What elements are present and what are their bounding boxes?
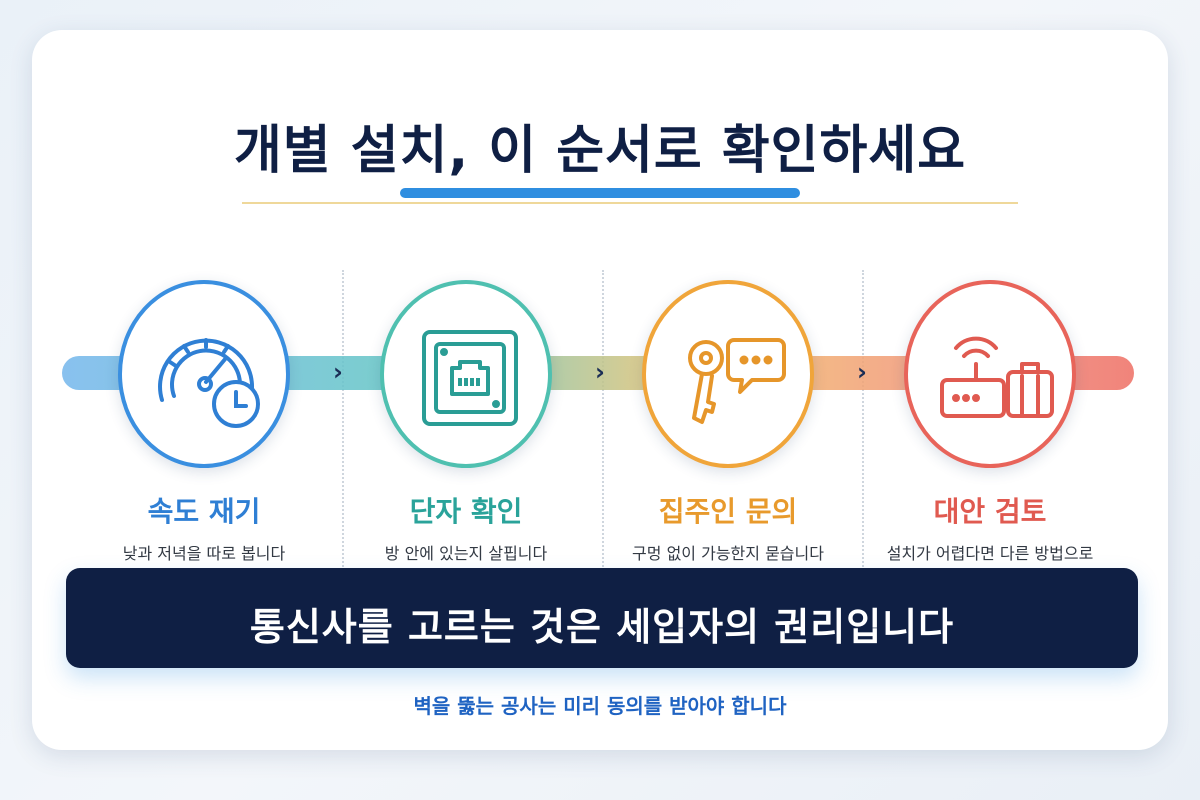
step-4-description: 설치가 어렵다면 다른 방법으로 xyxy=(886,544,1094,563)
step-1-description: 낮과 저녁을 따로 봅니다 xyxy=(122,544,286,563)
chevron-right-icon: › xyxy=(595,358,605,386)
step-3-circle xyxy=(642,280,814,468)
step-divider xyxy=(862,270,864,570)
banner-text: 통신사를 고르는 것은 세입자의 권리입니다 xyxy=(249,605,955,649)
step-divider xyxy=(602,270,604,570)
title-underline xyxy=(242,202,1018,204)
router-luggage-icon xyxy=(940,336,1054,418)
step-divider xyxy=(342,270,344,570)
title-accent-bar xyxy=(400,188,800,198)
chevron-right-icon: › xyxy=(333,358,343,386)
step-1-circle xyxy=(118,280,290,468)
step-1-title: 속도 재기 xyxy=(147,495,261,528)
speedometer-clock-icon xyxy=(158,338,260,428)
step-2-description: 방 안에 있는지 살핍니다 xyxy=(384,544,548,563)
step-2-circle xyxy=(380,280,552,468)
key-speech-bubble-icon xyxy=(688,338,786,424)
ethernet-port-icon xyxy=(422,330,518,426)
step-3-title: 집주인 문의 xyxy=(658,495,798,528)
step-4-title: 대안 검토 xyxy=(933,495,1047,528)
step-2-title: 단자 확인 xyxy=(409,495,523,528)
info-card: 개별 설치, 이 순서로 확인하세요 › › › 속도 재기 낮과 저녁을 따로… xyxy=(32,30,1168,750)
step-4-circle xyxy=(904,280,1076,468)
rights-banner: 통신사를 고르는 것은 세입자의 권리입니다 xyxy=(66,568,1138,668)
footnote: 벽을 뚫는 공사는 미리 동의를 받아야 합니다 xyxy=(413,694,787,718)
chevron-right-icon: › xyxy=(857,358,867,386)
page-title: 개별 설치, 이 순서로 확인하세요 xyxy=(233,121,967,181)
step-3-description: 구멍 없이 가능한지 묻습니다 xyxy=(632,544,824,563)
